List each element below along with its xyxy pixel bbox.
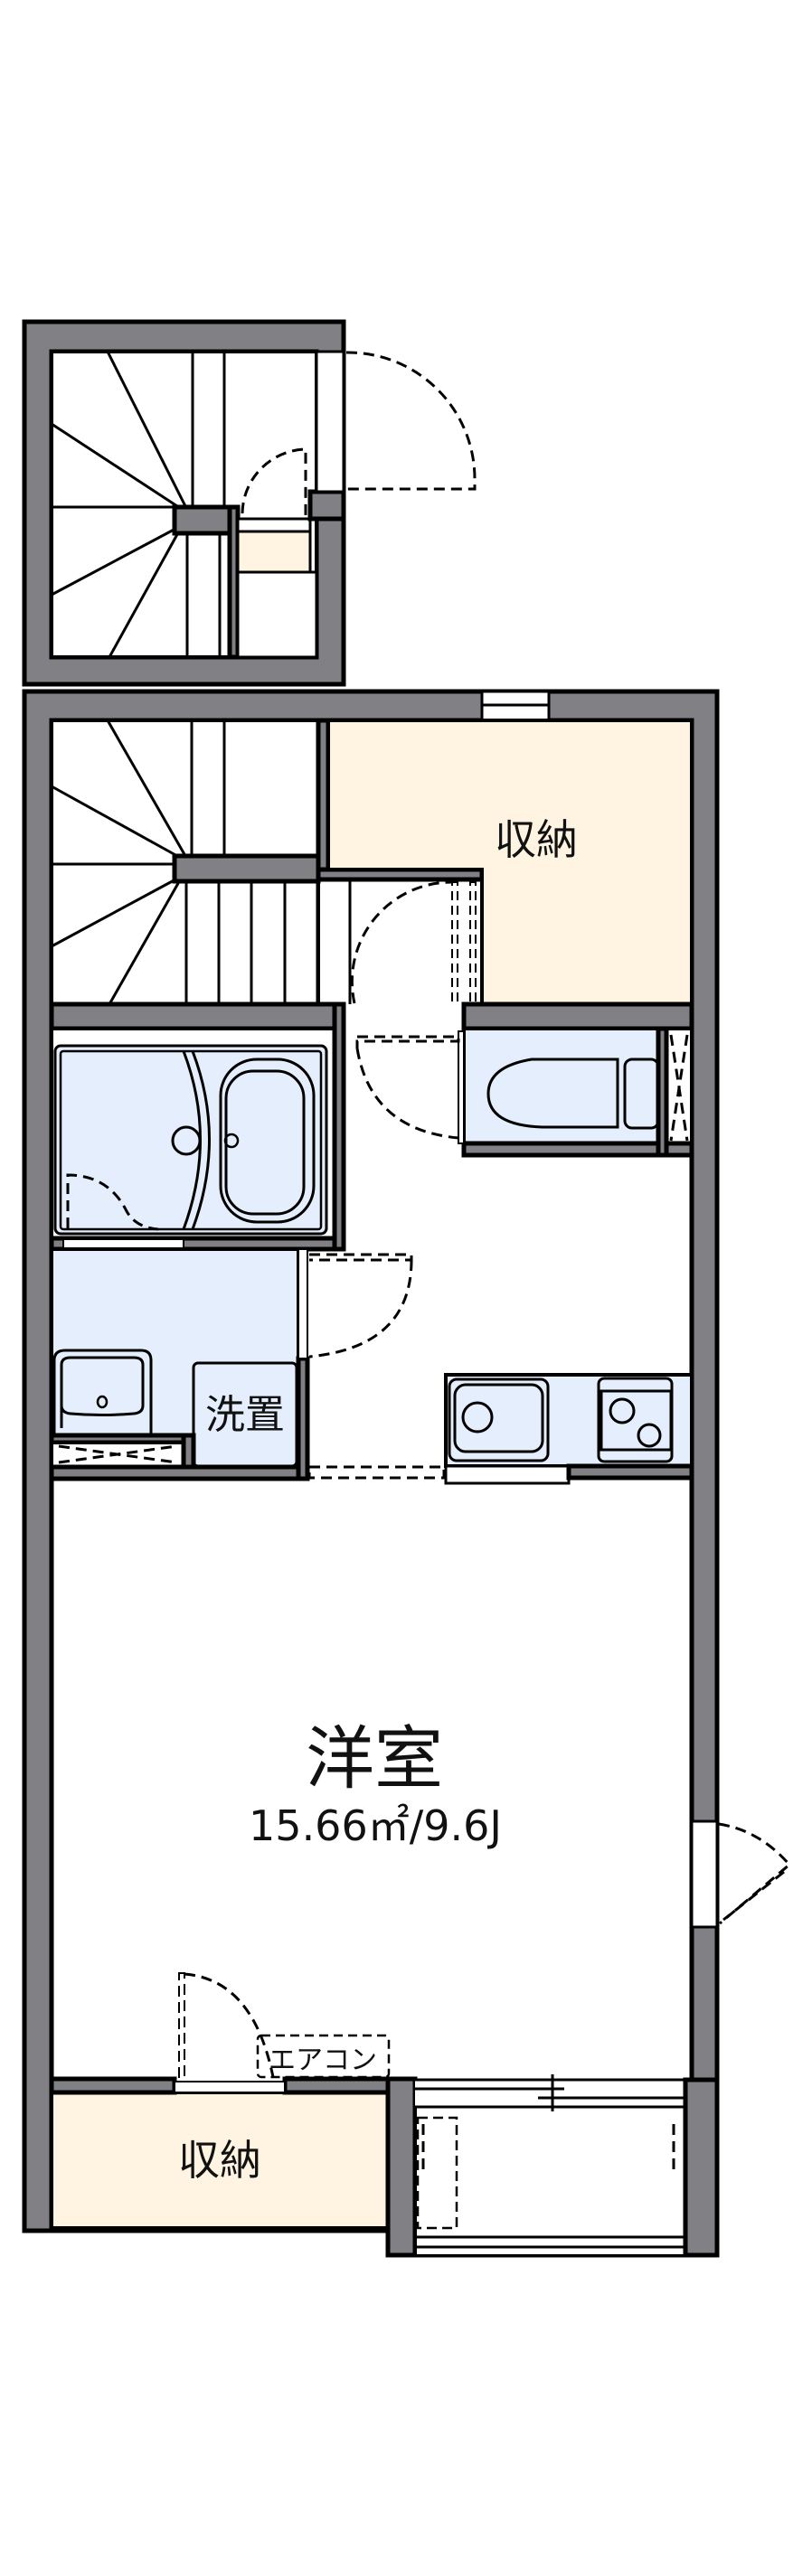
bath-door-swing <box>66 1173 159 1231</box>
toilet-door-swing <box>355 1048 459 1140</box>
storage-upper-label: 収納 <box>495 815 578 864</box>
air-conditioner-label: エアコン <box>269 2045 377 2076</box>
door-swing <box>350 880 453 1004</box>
entrance-door-swing <box>345 351 477 491</box>
storage-door-swing <box>184 1972 275 2078</box>
staircase-icon <box>51 719 352 1005</box>
washroom-door-swing <box>308 1259 413 1359</box>
sink-icon <box>448 1377 550 1462</box>
air-conditioner-icon <box>256 2034 391 2079</box>
small-storage <box>236 530 312 574</box>
washbasin-icon <box>52 1349 153 1434</box>
entrance-door-opening <box>315 350 345 494</box>
side-door-opening <box>690 1819 719 1929</box>
outdoor-unit-icon <box>416 2116 458 2230</box>
door-swing <box>241 447 307 515</box>
main-floor: 収納 <box>22 689 792 2258</box>
room-name: 洋室 <box>306 1718 443 1799</box>
storage-lower-label: 収納 <box>178 2136 261 2185</box>
room-area: 15.66㎡/9.6J <box>249 1801 502 1850</box>
upper-floor-stairwell <box>22 319 477 687</box>
two-burner-stove-icon <box>597 1377 674 1463</box>
washer-space-label: 洗置 <box>205 1392 285 1438</box>
bathtub-icon <box>53 1044 328 1236</box>
sliding-door <box>307 1465 446 1480</box>
staircase-icon <box>51 351 226 658</box>
